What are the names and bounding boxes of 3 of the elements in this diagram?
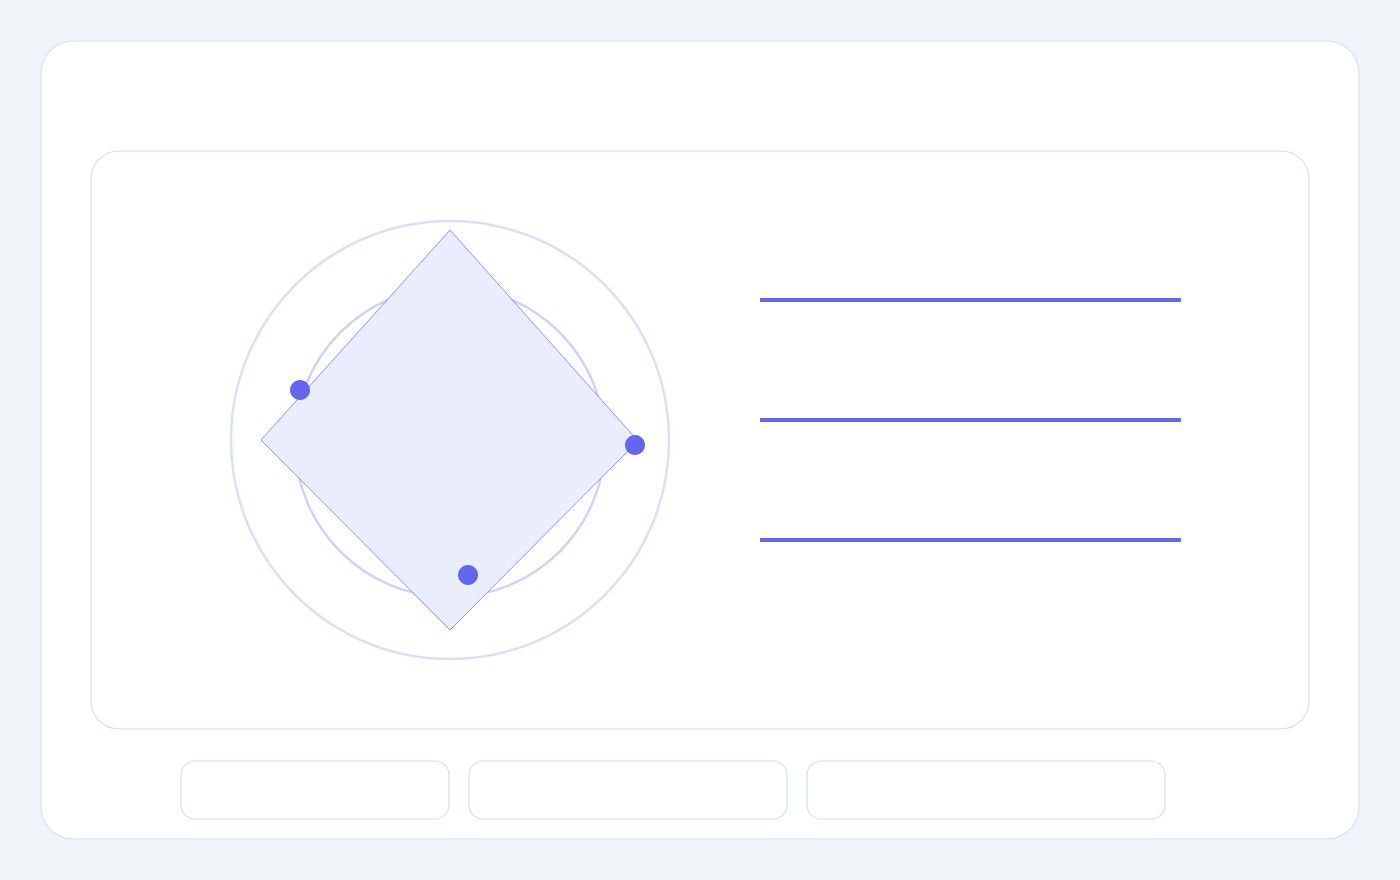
empty-box bbox=[180, 760, 450, 820]
empty-box bbox=[806, 760, 1166, 820]
empty-box bbox=[468, 760, 788, 820]
